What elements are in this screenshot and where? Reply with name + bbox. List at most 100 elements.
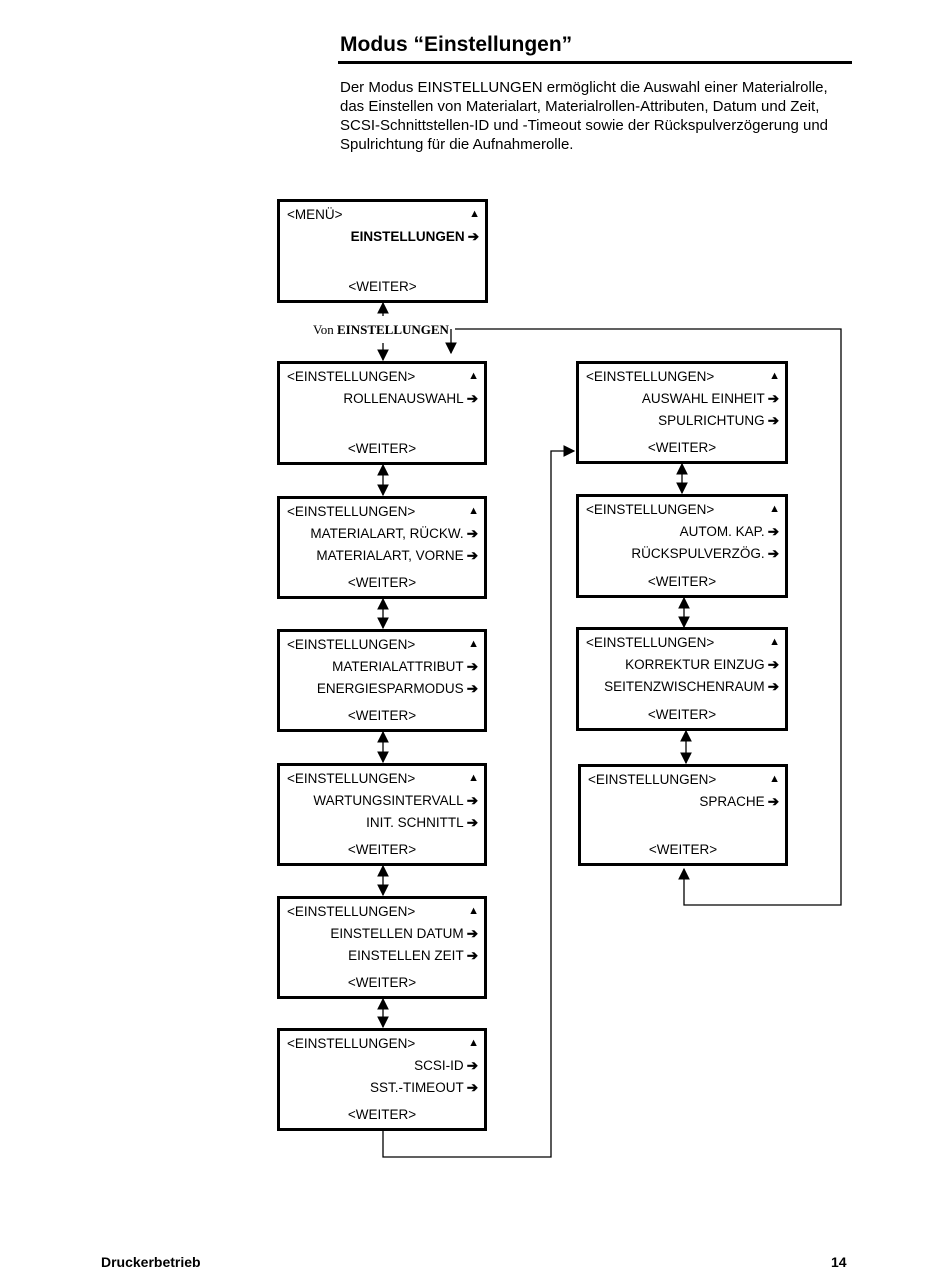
menu-item-label: SPULRICHTUNG <box>658 413 765 428</box>
menu-item-label: KORREKTUR EINZUG <box>625 657 765 672</box>
continue-label: <WEITER> <box>648 842 718 857</box>
triangle-up-icon: ▲ <box>468 370 479 382</box>
continue-label: <WEITER> <box>347 575 417 590</box>
menu-item: WARTUNGSINTERVALL➔ <box>313 793 478 809</box>
menu-item: MATERIALART, RÜCKW.➔ <box>310 526 478 542</box>
menu-item-label: MATERIALART, RÜCKW. <box>310 526 464 541</box>
arrow-right-icon: ➔ <box>767 524 779 539</box>
footer-section: Druckerbetrieb <box>101 1254 201 1270</box>
triangle-up-icon: ▲ <box>769 773 780 785</box>
triangle-up-icon: ▲ <box>469 208 480 220</box>
screen-header: <EINSTELLUNGEN> <box>287 771 416 786</box>
screen-header: <EINSTELLUNGEN> <box>586 502 715 517</box>
continue-label: <WEITER> <box>347 975 417 990</box>
arrow-right-icon: ➔ <box>466 1080 478 1095</box>
menu-item-label: SPRACHE <box>699 794 765 809</box>
triangle-up-icon: ▲ <box>468 905 479 917</box>
arrow-right-icon: ➔ <box>767 546 779 561</box>
arrow-right-icon: ➔ <box>466 815 478 830</box>
right-screen-box: <EINSTELLUNGEN>▲AUSWAHL EINHEIT➔SPULRICH… <box>576 361 788 464</box>
continue-label: <WEITER> <box>348 279 417 294</box>
screen-header: <EINSTELLUNGEN> <box>287 904 416 919</box>
intro-paragraph: Der Modus EINSTELLUNGEN ermöglicht die A… <box>340 79 829 153</box>
arrow-right-icon: ➔ <box>467 229 479 244</box>
menu-item-label: MATERIALATTRIBUT <box>332 659 464 674</box>
triangle-up-icon: ▲ <box>769 636 780 648</box>
arrow-right-icon: ➔ <box>466 793 478 808</box>
arrow-right-icon: ➔ <box>466 526 478 541</box>
menu-item: RÜCKSPULVERZÖG.➔ <box>631 546 779 562</box>
menu-item-label: WARTUNGSINTERVALL <box>313 793 464 808</box>
continue-label: <WEITER> <box>347 1107 417 1122</box>
menu-item: SPRACHE➔ <box>699 794 779 810</box>
menu-item: ENERGIESPARMODUS➔ <box>317 681 478 697</box>
arrow-right-icon: ➔ <box>466 391 478 406</box>
menu-item-label: SST.-TIMEOUT <box>369 1080 464 1095</box>
continue-label: <WEITER> <box>347 708 417 723</box>
screen-header: <EINSTELLUNGEN> <box>586 369 715 384</box>
left-screen-box: <EINSTELLUNGEN>▲ROLLENAUSWAHL➔<WEITER> <box>277 361 487 465</box>
menu-item: SST.-TIMEOUT➔ <box>370 1080 478 1096</box>
menu-item-label: ENERGIESPARMODUS <box>316 681 464 696</box>
menu-item: SEITENZWISCHENRAUM➔ <box>604 679 779 695</box>
left-screen-box: <EINSTELLUNGEN>▲MATERIALATTRIBUT➔ENERGIE… <box>277 629 487 732</box>
left-screen-box: <EINSTELLUNGEN>▲SCSI-ID➔SST.-TIMEOUT➔<WE… <box>277 1028 487 1131</box>
footer-page-number: 14 <box>831 1254 847 1270</box>
menu-header: <MENÜ> <box>287 207 343 222</box>
menu-item-label: EINSTELLEN DATUM <box>330 926 464 941</box>
arrow-right-icon: ➔ <box>767 391 779 406</box>
continue-label: <WEITER> <box>647 440 717 455</box>
menu-item: MATERIALART, VORNE➔ <box>316 548 478 564</box>
arrow-right-icon: ➔ <box>466 926 478 941</box>
column-transfer-line <box>382 445 576 1158</box>
triangle-up-icon: ▲ <box>769 370 780 382</box>
continue-label: <WEITER> <box>347 842 417 857</box>
menu-item-label: SCSI-ID <box>414 1058 464 1073</box>
triangle-up-icon: ▲ <box>468 505 479 517</box>
arrow-right-icon: ➔ <box>466 548 478 563</box>
arrow-right-icon: ➔ <box>466 681 478 696</box>
screen-header: <EINSTELLUNGEN> <box>588 772 717 787</box>
menu-item-label: MATERIALART, VORNE <box>316 548 464 563</box>
menu-item-label: AUTOM. KAP. <box>679 524 765 539</box>
left-screen-box: <EINSTELLUNGEN>▲MATERIALART, RÜCKW.➔MATE… <box>277 496 487 599</box>
screen-header: <EINSTELLUNGEN> <box>586 635 715 650</box>
triangle-up-icon: ▲ <box>468 638 479 650</box>
screen-header: <EINSTELLUNGEN> <box>287 637 416 652</box>
screen-header: <EINSTELLUNGEN> <box>287 1036 416 1051</box>
screen-header: <EINSTELLUNGEN> <box>287 504 416 519</box>
left-screen-box: <EINSTELLUNGEN>▲WARTUNGSINTERVALL➔INIT. … <box>277 763 487 866</box>
von-einstellungen-label: Von EINSTELLUNGEN <box>313 322 449 337</box>
continue-label: <WEITER> <box>647 707 717 722</box>
title-underline <box>338 61 852 64</box>
page-title: Modus “Einstellungen” <box>340 33 573 56</box>
menu-item: AUSWAHL EINHEIT➔ <box>642 391 779 407</box>
menu-item-label: AUSWAHL EINHEIT <box>641 391 765 406</box>
menu-item: SCSI-ID➔ <box>414 1058 478 1074</box>
menu-item-label: EINSTELLEN ZEIT <box>348 948 464 963</box>
arrow-right-icon: ➔ <box>767 794 779 809</box>
left-screen-box: <EINSTELLUNGEN>▲EINSTELLEN DATUM➔EINSTEL… <box>277 896 487 999</box>
return-loop-line <box>455 328 842 906</box>
triangle-up-icon: ▲ <box>468 1037 479 1049</box>
triangle-up-icon: ▲ <box>769 503 780 515</box>
screen-header: <EINSTELLUNGEN> <box>287 369 416 384</box>
menu-item: EINSTELLEN DATUM➔ <box>330 926 478 942</box>
arrow-right-icon: ➔ <box>466 1058 478 1073</box>
right-screen-box: <EINSTELLUNGEN>▲AUTOM. KAP.➔RÜCKSPULVERZ… <box>576 494 788 598</box>
arrow-right-icon: ➔ <box>767 679 779 694</box>
right-screen-box: <EINSTELLUNGEN>▲KORREKTUR EINZUG➔SEITENZ… <box>576 627 788 731</box>
arrow-right-icon: ➔ <box>767 413 779 428</box>
triangle-up-icon: ▲ <box>468 772 479 784</box>
continue-label: <WEITER> <box>647 574 717 589</box>
menu-item-label: RÜCKSPULVERZÖG. <box>631 546 765 561</box>
menu-item-label: SEITENZWISCHENRAUM <box>604 679 765 694</box>
menu-item: MATERIALATTRIBUT➔ <box>332 659 478 675</box>
menu-item: ROLLENAUSWAHL➔ <box>343 391 478 407</box>
menu-item: KORREKTUR EINZUG➔ <box>625 657 779 673</box>
menu-item-einstellungen: EINSTELLUNGEN➔ <box>350 229 479 244</box>
menu-item-label: ROLLENAUSWAHL <box>343 391 464 406</box>
arrow-right-icon: ➔ <box>466 659 478 674</box>
arrow-right-icon: ➔ <box>767 657 779 672</box>
